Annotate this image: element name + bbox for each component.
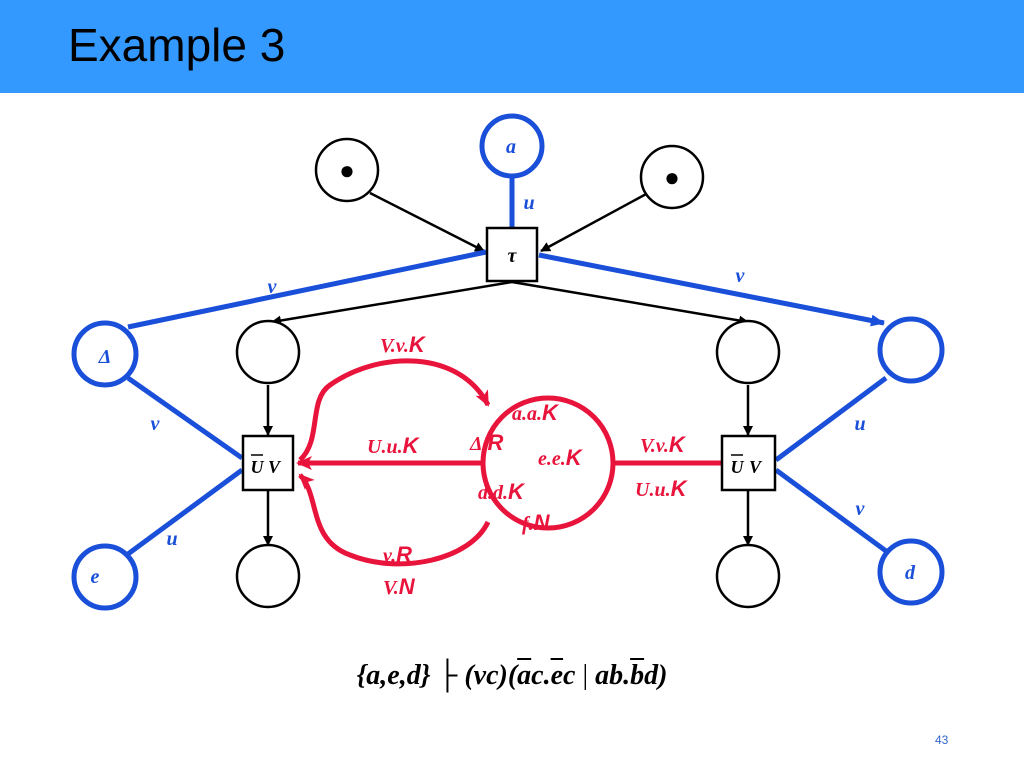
formula-t3: ab. bbox=[595, 660, 631, 691]
red-label-circle-1: a.a.K bbox=[512, 400, 560, 425]
link-delta-tau bbox=[127, 249, 487, 330]
formula-part1: {a,e,d} bbox=[356, 660, 431, 691]
link-tau-right bbox=[538, 252, 885, 327]
place-e bbox=[71, 543, 139, 611]
label-uv-left-u: U bbox=[251, 457, 265, 477]
red-bottom-arc bbox=[298, 473, 491, 567]
label-uv-right-u: U bbox=[731, 457, 745, 477]
arc-tau-to-left-place bbox=[271, 280, 513, 326]
formula-ov3: b bbox=[630, 660, 645, 691]
formula-t1: c. bbox=[531, 660, 551, 691]
label-a: a bbox=[506, 136, 516, 158]
formula-t4: d) bbox=[644, 660, 668, 691]
place-left-bottom bbox=[235, 543, 301, 609]
place-token-left bbox=[314, 137, 380, 203]
link-e-uv bbox=[126, 467, 244, 557]
red-top-arc bbox=[298, 358, 491, 462]
edge-label-right-v-top: v bbox=[736, 265, 746, 287]
red-label-right-2: U.u.K bbox=[635, 476, 689, 501]
place-token-right bbox=[639, 144, 705, 210]
edge-label-e-u: u bbox=[166, 528, 177, 550]
red-label-circle-3: e.e.K bbox=[538, 445, 584, 470]
red-label-left-edge: U.u.K bbox=[367, 433, 421, 458]
place-left-top bbox=[235, 319, 301, 385]
link-uv-d bbox=[774, 467, 888, 554]
red-label-right-1: V.v.K bbox=[640, 432, 687, 457]
transition-tau bbox=[485, 226, 539, 283]
transition-uv-left bbox=[241, 434, 295, 492]
token-left: ● bbox=[339, 155, 355, 185]
page-number: 43 bbox=[935, 733, 949, 747]
label-uv-right-v: V bbox=[749, 457, 763, 477]
label-d: d bbox=[905, 562, 916, 584]
transition-uv-right bbox=[720, 434, 777, 492]
red-central-place bbox=[480, 395, 616, 531]
arc-token-left-to-tau bbox=[369, 191, 485, 253]
label-e: e bbox=[91, 566, 100, 588]
place-delta bbox=[71, 320, 139, 388]
place-right-blue bbox=[877, 316, 945, 384]
formula: {a,e,d} ├ (vc)(ac.ec | ab.bd) bbox=[0, 660, 1024, 692]
red-label-circle-2: Δ.R bbox=[469, 430, 504, 455]
arc-tau-to-right-place bbox=[511, 280, 749, 326]
place-right-top bbox=[715, 319, 781, 385]
slide-title: Example 3 bbox=[68, 19, 286, 71]
place-right-bottom bbox=[715, 543, 781, 609]
edge-label-a-u: u bbox=[523, 192, 534, 214]
link-delta-uv bbox=[126, 375, 244, 461]
token-right: ● bbox=[664, 162, 680, 192]
formula-turnstile: ├ bbox=[430, 660, 465, 691]
link-uv-right-top bbox=[774, 375, 888, 463]
place-a bbox=[479, 113, 545, 179]
red-label-bottom-1: v.R bbox=[383, 542, 412, 567]
red-label-top-arc: V.v.K bbox=[380, 332, 427, 357]
red-label-bottom-2: V.N bbox=[383, 574, 416, 599]
formula-t2: c bbox=[563, 660, 576, 691]
red-label-circle-5: f.N bbox=[522, 510, 551, 535]
arc-token-right-to-tau bbox=[540, 191, 649, 253]
formula-ov2: e bbox=[550, 660, 564, 691]
label-delta: Δ bbox=[98, 346, 112, 368]
formula-part2: (vc)( bbox=[464, 660, 518, 691]
edge-label-delta-v-top: v bbox=[268, 276, 278, 298]
edge-label-d-v: v bbox=[856, 498, 866, 520]
title-bar bbox=[0, 0, 1024, 93]
edge-label-delta-v-left: v bbox=[151, 413, 161, 435]
red-label-circle-4: d.d.K bbox=[478, 479, 526, 504]
label-uv-left-v: V bbox=[268, 457, 282, 477]
label-tau: τ bbox=[508, 245, 518, 267]
edge-label-right-u: u bbox=[854, 413, 865, 435]
place-d bbox=[877, 538, 945, 606]
formula-bar: | bbox=[575, 660, 596, 691]
formula-ov1: a bbox=[517, 660, 532, 691]
